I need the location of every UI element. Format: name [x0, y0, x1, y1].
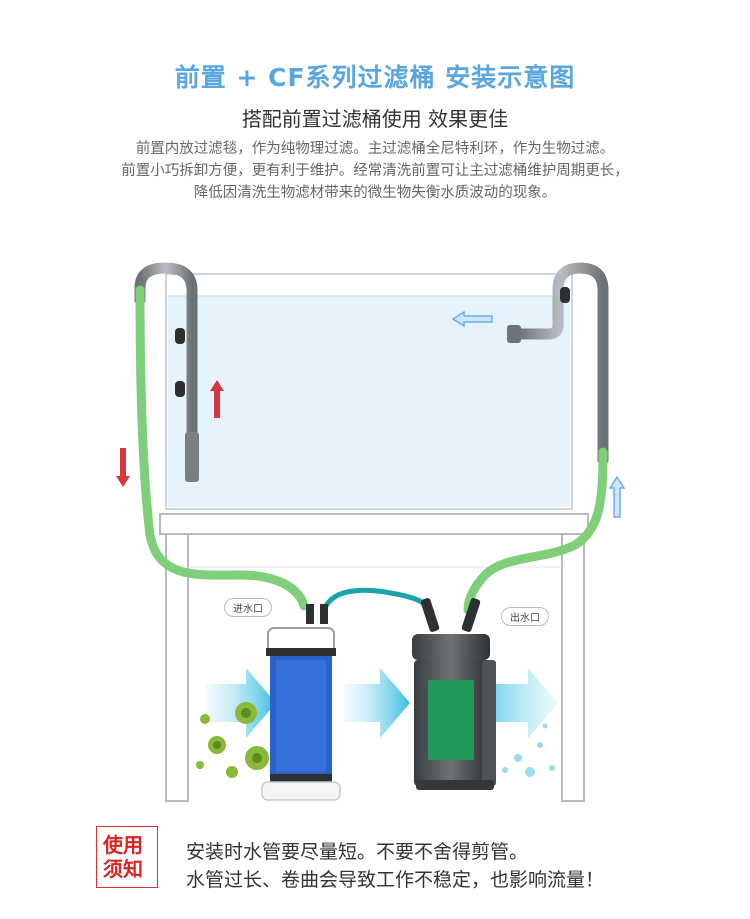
connecting-hose: [326, 590, 432, 612]
inlet-label: 进水口: [224, 598, 272, 617]
notice-badge: 使用 须知: [96, 826, 158, 888]
pre-filter-canister: [262, 604, 340, 800]
flow-arrow-icon: [495, 668, 558, 738]
notice-badge-line: 使用: [103, 834, 143, 856]
canister-filter: [412, 597, 496, 790]
flow-arrow-icon: [344, 668, 410, 738]
flow-arrow-icon: [206, 668, 276, 738]
notice-text: 安装时水管要尽量短。不要不舍得剪管。 水管过长、卷曲会导致工作不稳定，也影响流量…: [186, 838, 604, 894]
blue-up-arrow-icon: [610, 477, 624, 517]
outlet-label: 出水口: [501, 607, 549, 626]
notice-badge-line: 须知: [103, 858, 143, 880]
suction-cup-icon: [175, 381, 185, 397]
notice-line: 安装时水管要尽量短。不要不舍得剪管。: [186, 838, 604, 866]
suction-cup-icon: [175, 328, 185, 344]
aquarium-tank: [166, 274, 572, 509]
red-down-arrow-icon: [116, 448, 130, 487]
notice-line: 水管过长、卷曲会导致工作不稳定，也影响流量！: [186, 866, 604, 894]
suction-cup-icon: [560, 287, 570, 303]
